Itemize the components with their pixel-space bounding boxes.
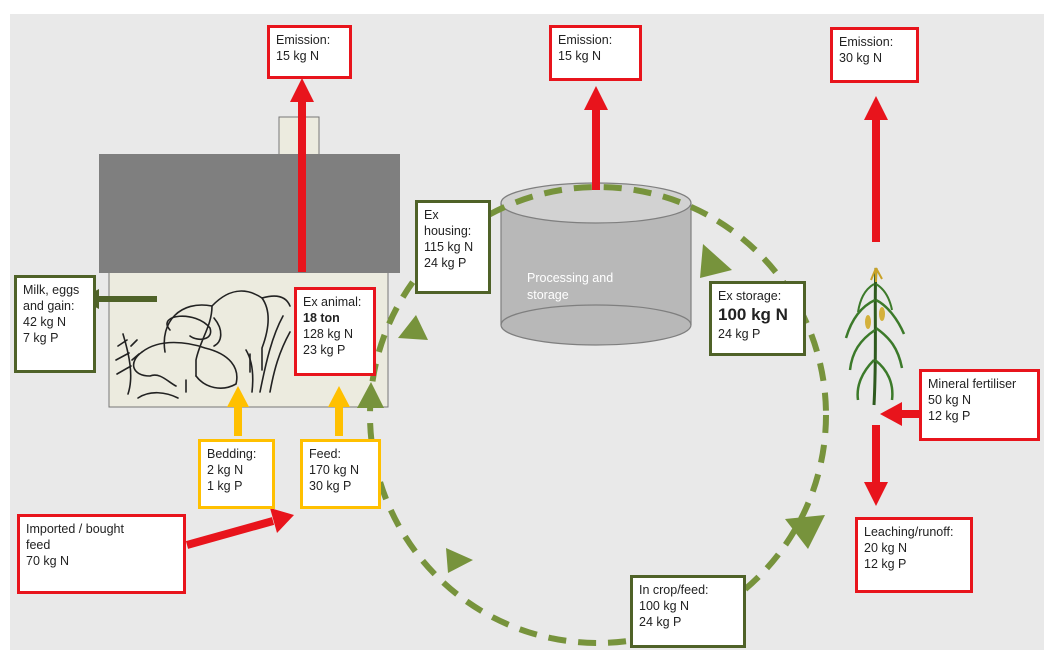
emission-storage-value: 15 kg N [558, 49, 602, 63]
emission-field-value: 30 kg N [839, 51, 883, 65]
processing-line1: Processing and [527, 271, 614, 285]
ex-housing-line1: Ex [424, 208, 439, 222]
imported-feed-line1: Imported / bought [26, 522, 124, 536]
mineral-fertiliser-n: 50 kg N [928, 393, 972, 407]
ex-storage-p: 24 kg P [718, 327, 761, 341]
bedding-box: Bedding: 2 kg N 1 kg P [198, 439, 275, 509]
emission-field-box: Emission: 30 kg N [830, 27, 919, 83]
emission-housing-title: Emission: [276, 33, 331, 47]
emission-housing-value: 15 kg N [276, 49, 320, 63]
mineral-fertiliser-title: Mineral fertiliser [928, 377, 1017, 391]
mineral-fertiliser-p: 12 kg P [928, 409, 971, 423]
in-crop-n: 100 kg N [639, 599, 690, 613]
leaching-n: 20 kg N [864, 541, 908, 555]
ex-housing-line2: housing: [424, 224, 472, 238]
emission-housing-box: Emission: 15 kg N [267, 25, 352, 79]
milk-line2: and gain: [23, 299, 75, 313]
imported-feed-n: 70 kg N [26, 554, 70, 568]
ex-housing-n: 115 kg N [424, 240, 474, 254]
input-arrows [227, 386, 350, 436]
ex-storage-n: 100 kg N [718, 305, 788, 324]
emission-storage-box: Emission: 15 kg N [549, 25, 642, 81]
maize-plant-icon [844, 267, 906, 406]
feed-n: 170 kg N [309, 463, 360, 477]
ex-storage-box: Ex storage: 100 kg N 24 kg P [709, 281, 806, 356]
processing-storage-label: Processing and storage [527, 270, 647, 304]
cycle-direction-arrows [357, 244, 825, 573]
storage-tank-icon [500, 182, 692, 346]
processing-line2: storage [527, 288, 569, 302]
emission-field-title: Emission: [839, 35, 894, 49]
ex-animal-p: 23 kg P [303, 343, 346, 357]
milk-n: 42 kg N [23, 315, 67, 329]
bedding-title: Bedding: [207, 447, 257, 461]
ex-animal-title: Ex animal: [303, 295, 362, 309]
feed-title: Feed: [309, 447, 341, 461]
ex-animal-mass: 18 ton [303, 311, 340, 325]
leaching-runoff-box: Leaching/runoff: 20 kg N 12 kg P [855, 517, 973, 593]
leaching-p: 12 kg P [864, 557, 907, 571]
in-crop-p: 24 kg P [639, 615, 682, 629]
ex-housing-box: Ex housing: 115 kg N 24 kg P [415, 200, 491, 294]
imported-feed-box: Imported / bought feed 70 kg N [17, 514, 186, 594]
in-crop-feed-box: In crop/feed: 100 kg N 24 kg P [630, 575, 746, 648]
milk-p: 7 kg P [23, 331, 59, 345]
ex-animal-n: 128 kg N [303, 327, 354, 341]
ex-housing-p: 24 kg P [424, 256, 467, 270]
imported-feed-line2: feed [26, 538, 51, 552]
milk-line1: Milk, eggs [23, 283, 80, 297]
ex-animal-box: Ex animal: 18 ton 128 kg N 23 kg P [294, 287, 376, 376]
mineral-fertiliser-box: Mineral fertiliser 50 kg N 12 kg P [919, 369, 1040, 441]
in-crop-title: In crop/feed: [639, 583, 709, 597]
ex-storage-title: Ex storage: [718, 289, 782, 303]
emission-storage-title: Emission: [558, 33, 613, 47]
feed-p: 30 kg P [309, 479, 352, 493]
feed-box: Feed: 170 kg N 30 kg P [300, 439, 381, 509]
leaching-title: Leaching/runoff: [864, 525, 954, 539]
bedding-n: 2 kg N [207, 463, 244, 477]
nutrient-cycle-path [367, 184, 829, 646]
livestock-drawing-icon [115, 290, 291, 399]
milk-eggs-gain-box: Milk, eggs and gain: 42 kg N 7 kg P [14, 275, 96, 373]
loss-and-import-arrows [185, 78, 920, 549]
bedding-p: 1 kg P [207, 479, 243, 493]
